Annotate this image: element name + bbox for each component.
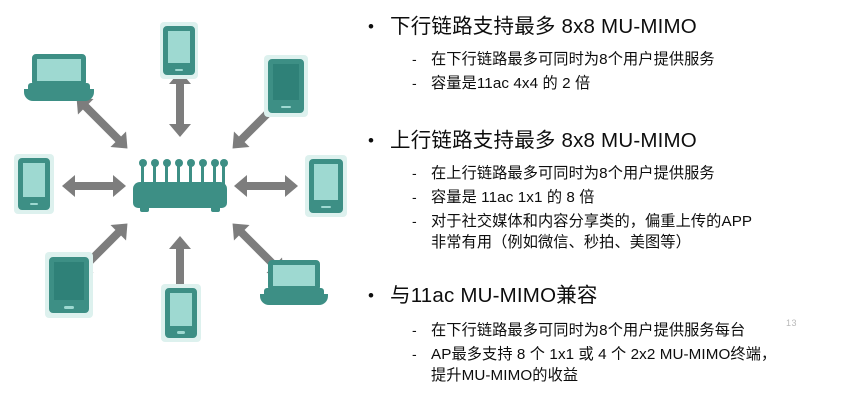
arrow-head-icon (285, 175, 298, 197)
dash-glyph: - (412, 322, 417, 338)
section-1-item-2: - 容量是11ac 4x4 的 2 倍 (412, 73, 865, 94)
bullet-section-2: • 上行链路支持最多 8x8 MU-MIMO - 在上行链路最多可同时为8个用户… (368, 128, 865, 253)
bullet-glyph: • (368, 131, 375, 150)
tablet-frame (164, 288, 198, 338)
antenna-icon (210, 159, 219, 184)
tablet-home-button (281, 105, 291, 109)
section-2-item-2: - 容量是 11ac 1x1 的 8 倍 (412, 187, 865, 208)
antenna-icon (138, 159, 147, 184)
dash-glyph: - (412, 51, 417, 67)
link-arrow-w (62, 175, 126, 197)
section-1-item-1: - 在下行链路最多可同时为8个用户提供服务 (412, 49, 865, 70)
arrow-head-icon (113, 175, 126, 197)
section-2-item-3-text: 对于社交媒体和内容分享类的，偏重上传的APP (431, 213, 753, 230)
section-1-item-1-text: 在下行链路最多可同时为8个用户提供服务 (431, 51, 715, 68)
tablet-screen (20, 161, 48, 200)
bullet-glyph: • (368, 17, 375, 36)
tablet-frame (163, 25, 195, 75)
dash-glyph: - (412, 75, 417, 91)
laptop-screen (268, 260, 320, 291)
client-tablet-left (14, 154, 54, 214)
dash-glyph: - (412, 213, 417, 229)
tablet-frame (308, 159, 344, 213)
client-tablet-bottom-left (45, 252, 93, 318)
tablet-home-button (174, 68, 183, 71)
section-2-item-1: - 在上行链路最多可同时为8个用户提供服务 (412, 163, 865, 184)
dash-glyph: - (412, 346, 417, 362)
bullet-section-1: • 下行链路支持最多 8x8 MU-MIMO - 在下行链路最多可同时为8个用户… (368, 14, 865, 94)
laptop-screen (32, 54, 86, 87)
dash-glyph: - (412, 189, 417, 205)
section-2-item-2-text: 容量是 11ac 1x1 的 8 倍 (431, 189, 595, 206)
link-arrow-e (234, 175, 298, 197)
tablet-home-button (176, 331, 186, 334)
client-tablet-bottom (161, 284, 201, 342)
arrow-shaft (73, 182, 115, 190)
section-2-item-1-text: 在上行链路最多可同时为8个用户提供服务 (431, 165, 715, 182)
tablet-screen (270, 62, 302, 103)
tablet-screen (52, 259, 86, 303)
section-2-heading-text: 上行链路支持最多 8x8 MU-MIMO (390, 129, 697, 152)
tablet-frame (49, 256, 89, 314)
access-point-foot (140, 206, 149, 212)
section-3-heading: • 与11ac MU-MIMO兼容 (368, 283, 865, 309)
link-arrow-n (169, 71, 191, 137)
access-point-icon (133, 159, 228, 212)
client-laptop-top-left (24, 52, 94, 104)
arrow-shaft (245, 182, 287, 190)
arrow-shaft (176, 82, 184, 126)
section-2-item-3-wrap: 对于社交媒体和内容分享类的，偏重上传的APP 非常有用（例如微信、秒拍、美图等） (431, 211, 865, 253)
section-2-item-3: - 对于社交媒体和内容分享类的，偏重上传的APP 非常有用（例如微信、秒拍、美图… (412, 211, 865, 253)
arrow-head-icon (234, 175, 247, 197)
client-tablet-top-right (264, 55, 308, 117)
section-3-item-2-text: AP最多支持 8 个 1x1 或 4 个 2x2 MU-MIMO终端， (431, 346, 777, 363)
bullet-content: • 下行链路支持最多 8x8 MU-MIMO - 在下行链路最多可同时为8个用户… (368, 0, 865, 406)
section-3-item-1-text: 在下行链路最多可同时为8个用户提供服务每台 (431, 322, 746, 339)
section-3-item-2: - AP最多支持 8 个 1x1 或 4 个 2x2 MU-MIMO终端， 提升… (412, 344, 865, 386)
section-3-item-2-wrap: AP最多支持 8 个 1x1 或 4 个 2x2 MU-MIMO终端， 提升MU… (431, 344, 865, 386)
tablet-home-button (29, 203, 39, 206)
client-laptop-bottom-right (260, 258, 328, 308)
section-1-item-2-text: 容量是11ac 4x4 的 2 倍 (431, 75, 591, 92)
arrow-head-icon (62, 175, 75, 197)
antenna-icon (219, 159, 228, 184)
antenna-icon (162, 159, 171, 184)
dash-glyph: - (412, 165, 417, 181)
section-3-item-2-cont: 提升MU-MIMO的收益 (431, 367, 579, 384)
laptop-base (24, 83, 94, 101)
client-tablet-top (160, 22, 198, 79)
section-1-heading: • 下行链路支持最多 8x8 MU-MIMO (368, 14, 865, 40)
section-3-item-1: - 在下行链路最多可同时为8个用户提供服务每台 (412, 320, 865, 341)
tablet-home-button (63, 306, 75, 309)
bullet-section-3: • 与11ac MU-MIMO兼容 - 在下行链路最多可同时为8个用户提供服务每… (368, 283, 865, 386)
tablet-frame (17, 158, 51, 210)
section-1-heading-text: 下行链路支持最多 8x8 MU-MIMO (390, 15, 697, 38)
tablet-home-button (321, 205, 331, 209)
access-point-body (133, 182, 227, 208)
tablet-screen (167, 291, 195, 328)
tablet-frame (267, 59, 305, 113)
arrow-shaft (81, 102, 123, 144)
antenna-icon (186, 159, 195, 184)
bullet-glyph: • (368, 286, 375, 305)
tablet-screen (311, 162, 341, 203)
client-tablet-right (305, 155, 347, 217)
access-point-foot (211, 206, 220, 212)
section-3-heading-text: 与11ac MU-MIMO兼容 (390, 284, 598, 307)
page-number: 13 (786, 318, 798, 328)
mu-mimo-topology-diagram (0, 0, 370, 406)
antenna-icon (174, 159, 183, 184)
section-2-heading: • 上行链路支持最多 8x8 MU-MIMO (368, 128, 865, 154)
antenna-icon (198, 159, 207, 184)
laptop-base (260, 288, 328, 305)
antenna-icon (150, 159, 159, 184)
tablet-screen (166, 28, 192, 66)
section-2-item-3-cont: 非常有用（例如微信、秒拍、美图等） (431, 234, 691, 251)
